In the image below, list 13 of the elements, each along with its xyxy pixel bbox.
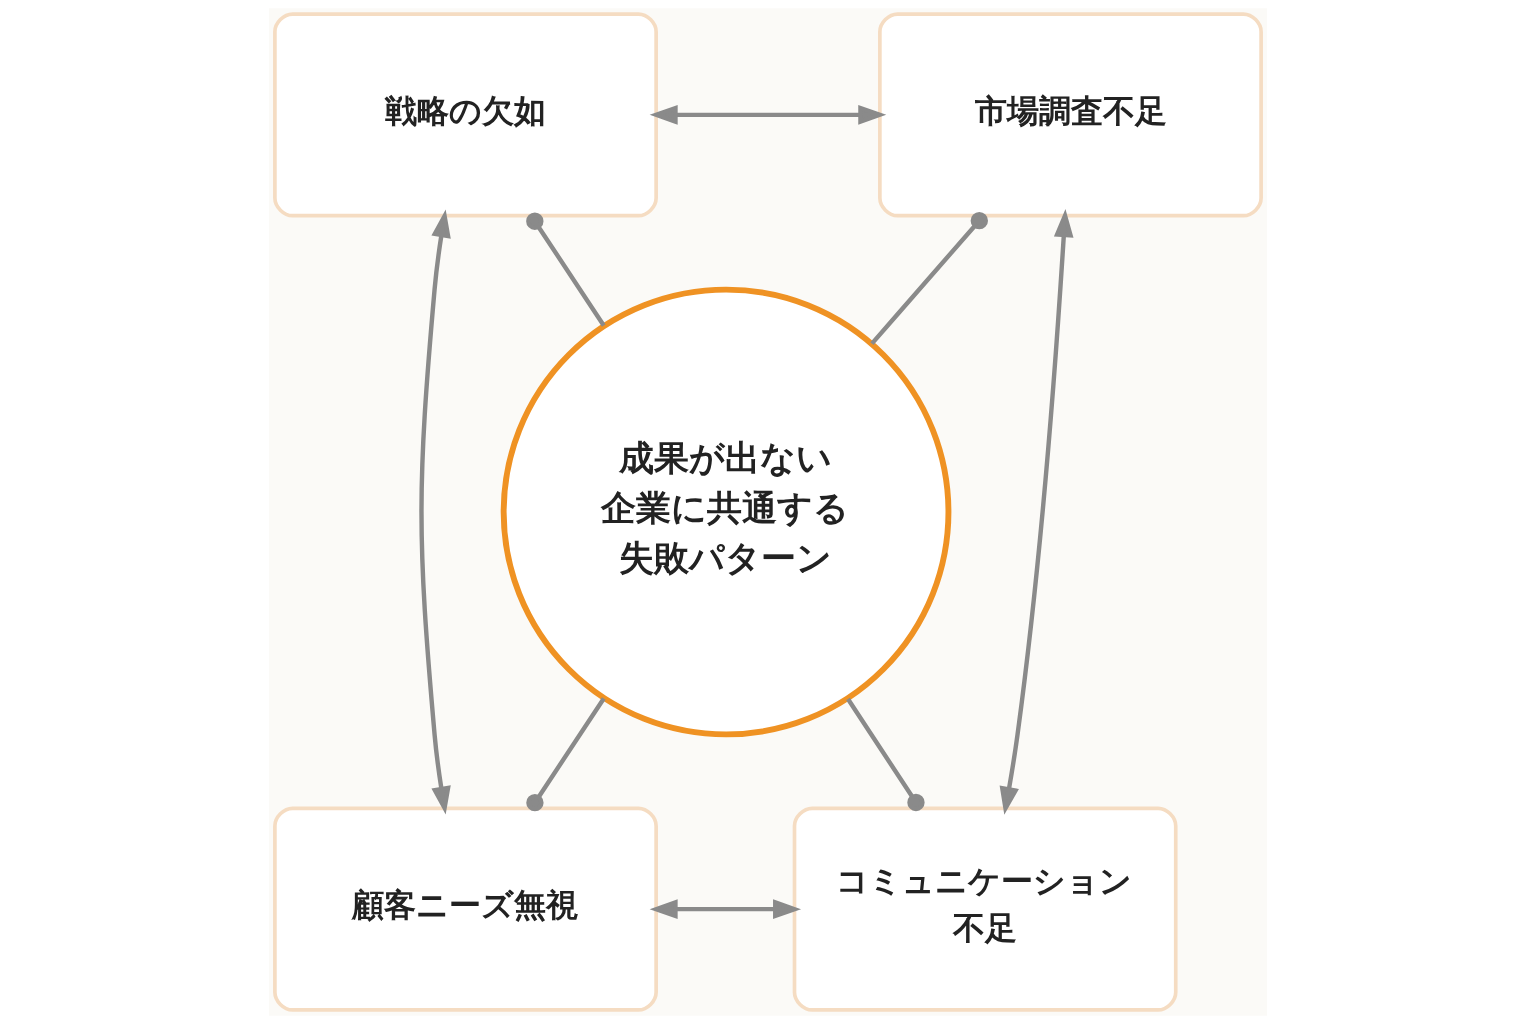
connector xyxy=(526,697,606,812)
connector xyxy=(526,212,606,327)
node-box: 市場調査不足 xyxy=(878,12,1263,218)
node-box: 顧客ニーズ無視 xyxy=(273,806,658,1012)
connector xyxy=(846,697,925,812)
node-box: コミュニケーション不足 xyxy=(792,806,1178,1012)
arrow xyxy=(419,209,451,815)
node-box: 戦略の欠如 xyxy=(273,12,658,218)
arrow xyxy=(649,899,802,919)
arrow xyxy=(649,105,887,125)
arrow xyxy=(999,209,1074,815)
node-circle: 成果が出ない企業に共通する失敗パターン xyxy=(500,286,952,738)
connector xyxy=(870,212,988,346)
